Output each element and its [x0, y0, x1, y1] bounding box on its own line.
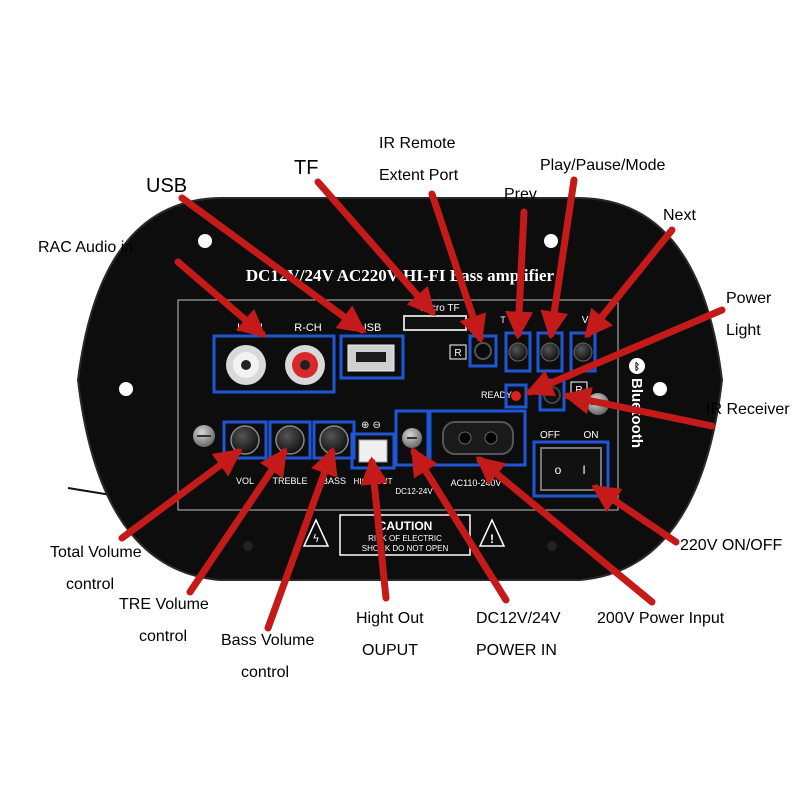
caution-title: CAUTION [378, 519, 433, 533]
callout-arrows [118, 176, 726, 632]
arrow-next [584, 226, 676, 339]
mounting-hole [198, 234, 212, 248]
svg-text:I: I [582, 463, 585, 477]
highout-polarity: ⊕ ⊖ [361, 420, 381, 431]
tf-card-slot[interactable] [403, 315, 467, 331]
arrow-tf [314, 178, 436, 317]
ir-r-label: R [454, 348, 461, 359]
callout-ac-in: 200V Power Input [597, 610, 725, 627]
ready-label: READY [481, 390, 512, 400]
power-light-led [511, 391, 521, 401]
arrow-ir-receiver [562, 386, 716, 430]
usb-frame [339, 334, 405, 380]
callout-dc-in-1: DC12V/24V [476, 610, 561, 627]
off-label: OFF [540, 430, 560, 441]
rch-label: R-CH [294, 322, 322, 334]
arrow-power-light [524, 306, 726, 397]
arrow-play [540, 176, 578, 340]
callout-power-light-2: Light [726, 322, 761, 339]
usb-port[interactable] [347, 344, 395, 372]
callout-total-volume-2: control [66, 576, 115, 593]
bass-label: BASS [322, 476, 346, 486]
callout-tre-volume-1: TRE Volume [119, 596, 209, 613]
ac-power-inlet[interactable] [442, 421, 514, 455]
mounting-hole [544, 234, 558, 248]
callout-ir-remote-2: Extent Port [379, 167, 459, 184]
prev-button[interactable] [508, 342, 528, 362]
caution-line2: SHOCK DO NOT OPEN [362, 544, 449, 553]
microtf-label: Micro TF [420, 303, 459, 314]
svg-text:o: o [555, 463, 562, 477]
arrow-usb [178, 194, 367, 334]
play-pause-mode-button[interactable] [540, 342, 560, 362]
callout-tre-volume-2: control [139, 628, 188, 645]
dc-power-jack[interactable] [402, 428, 422, 448]
power-rocker-switch[interactable]: o I [540, 447, 602, 491]
callout-next: Next [663, 207, 696, 224]
svg-text:!: ! [490, 532, 494, 546]
arrow-ac-in [475, 456, 656, 606]
svg-text:ᛒ: ᛒ [634, 361, 640, 373]
rca-right-jack[interactable] [285, 345, 325, 385]
mounting-hole [547, 541, 557, 551]
treble-label: TREBLE [272, 476, 307, 486]
rca-frame [212, 334, 336, 394]
arrow-high-out [360, 456, 390, 602]
callout-dc-in-2: POWER IN [476, 642, 557, 659]
callout-ir-receiver: IR Receiver [706, 401, 790, 418]
mounting-hole [119, 382, 133, 396]
arrow-tre-volume [186, 447, 288, 596]
arrow-bass-volume [264, 446, 338, 632]
caution-plate: ϟ CAUTION RISK OF ELECTRIC SHOCK DO NOT … [302, 514, 506, 556]
arrow-dc-in [410, 447, 510, 604]
dc-label: DC12-24V [395, 487, 433, 496]
vol-knob-frame [222, 420, 268, 460]
callout-hight-out-2: OUPUT [362, 642, 418, 659]
left-screw-terminal [193, 425, 215, 447]
callout-tf: TF [294, 157, 319, 179]
callout-play: Play/Pause/Mode [540, 157, 666, 174]
treble-knob-frame [268, 420, 312, 460]
t-label: T [500, 315, 506, 325]
svg-text:ϟ: ϟ [312, 532, 319, 545]
total-volume-knob[interactable] [230, 425, 260, 455]
switch-frame [532, 440, 610, 498]
callout-total-volume-1: Total Volume [50, 544, 142, 561]
treble-volume-knob[interactable] [275, 425, 305, 455]
arrow-total-volume [118, 448, 243, 542]
callout-rac: RAC Audio in [38, 239, 134, 256]
arrow-ir-remote [428, 190, 487, 344]
caution-line1: RISK OF ELECTRIC [368, 534, 442, 543]
callout-power-light-1: Power [726, 290, 772, 307]
mounting-hole [653, 382, 667, 396]
callout-on-off: 220V ON/OFF [680, 537, 783, 554]
callout-bass-volume-2: control [241, 664, 290, 681]
callout-hight-out-1: Hight Out [356, 610, 424, 627]
callout-usb: USB [146, 175, 188, 197]
mounting-hole [243, 541, 253, 551]
callout-prev: Prev [504, 186, 537, 203]
ir-remote-extent-port[interactable] [474, 342, 492, 360]
rca-left-jack[interactable] [226, 345, 266, 385]
callout-ir-remote-1: IR Remote [379, 135, 456, 152]
ir-r-badge [449, 344, 467, 360]
callout-bass-volume-1: Bass Volume [221, 632, 315, 649]
ir-receiver-sensor [543, 386, 561, 404]
arrow-rac [174, 258, 267, 338]
arrow-on-off [591, 484, 680, 546]
ac-label: AC110-240V [451, 478, 502, 488]
next-button[interactable] [573, 342, 593, 362]
arrow-prev [505, 208, 534, 340]
on-label: ON [584, 430, 599, 441]
vol-label: VOL [236, 476, 254, 486]
